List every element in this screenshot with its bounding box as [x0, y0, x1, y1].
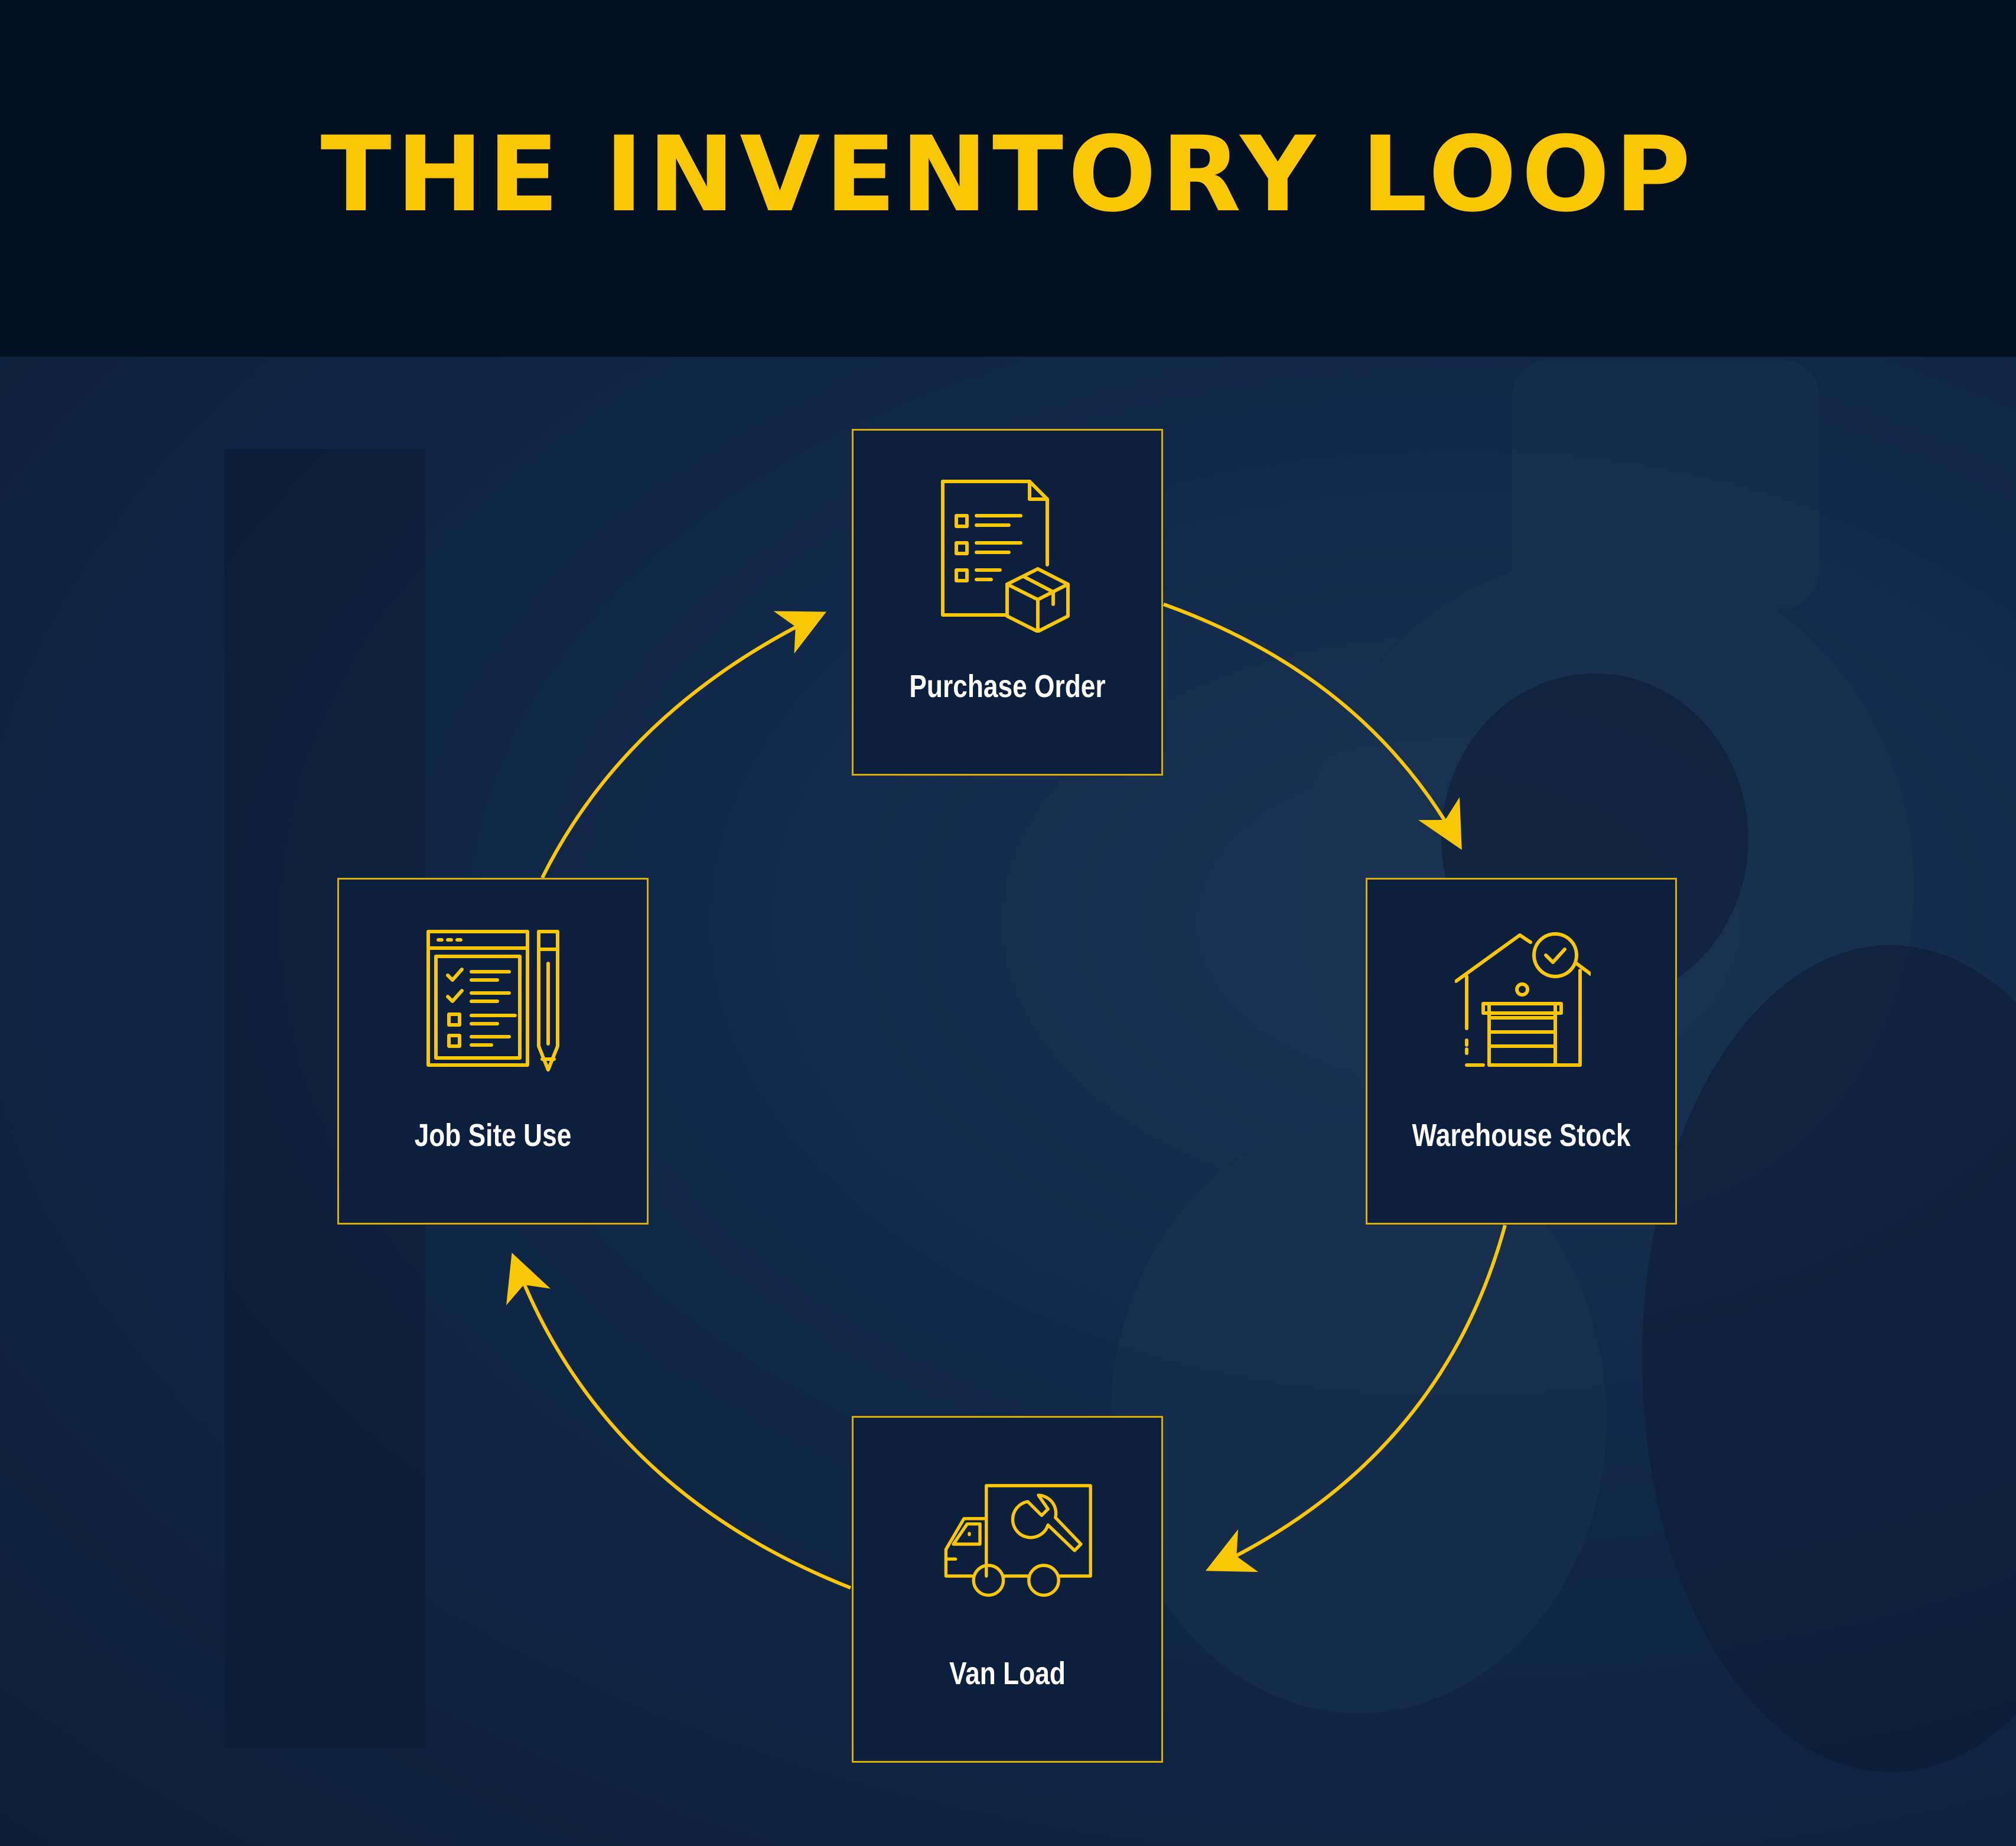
node-label: Job Site Use: [414, 1118, 572, 1153]
node-warehouse-stock: Warehouse Stock: [1366, 878, 1677, 1225]
purchase-order-icon: [941, 480, 1070, 633]
page-title: THE INVENTORY LOOP: [320, 113, 1696, 235]
arrow-van-to-job: [506, 1252, 852, 1590]
arrow-job-to-po: [540, 611, 826, 879]
node-label: Warehouse Stock: [1412, 1118, 1631, 1153]
service-van-icon: [944, 1484, 1092, 1597]
arrow-warehouse-to-van: [1205, 1225, 1507, 1572]
node-van-load: Van Load: [852, 1416, 1163, 1763]
warehouse-icon: [1455, 932, 1591, 1067]
arrow-po-to-warehouse: [1162, 603, 1462, 850]
node-job-site-use: Job Site Use: [337, 878, 649, 1225]
header-banner: THE INVENTORY LOOP: [0, 0, 2016, 357]
node-label: Van Load: [949, 1656, 1066, 1691]
checklist-pencil-icon: [426, 930, 559, 1072]
node-purchase-order: Purchase Order: [852, 429, 1163, 776]
node-label: Purchase Order: [909, 669, 1106, 704]
